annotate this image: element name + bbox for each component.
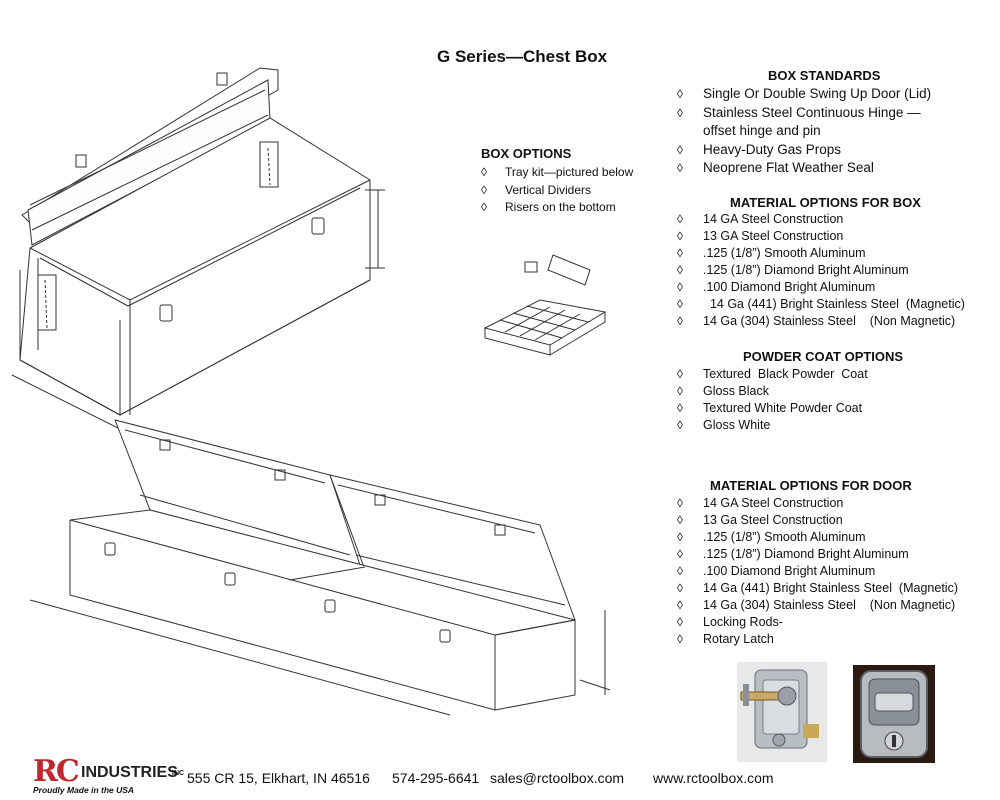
diamond-bullet-icon: ◊ [481, 182, 487, 197]
powder-coat-list: ◊Textured Black Powder Coat ◊Gloss Black… [677, 366, 868, 434]
diamond-bullet-icon: ◊ [677, 105, 683, 120]
diamond-bullet-icon: ◊ [677, 263, 683, 277]
list-item: ◊ Stainless Steel Continuous Hinge — [677, 104, 931, 123]
diamond-bullet-icon: ◊ [677, 418, 683, 432]
list-item: ◊Heavy-Duty Gas Props [677, 141, 931, 160]
box-standards-list: ◊Single Or Double Swing Up Door (Lid) ◊ … [677, 85, 931, 178]
footer-phone: 574-295-6641 [392, 770, 480, 786]
diamond-bullet-icon: ◊ [677, 229, 683, 243]
footer-email[interactable]: sales@rctoolbox.com [490, 770, 625, 786]
footer-website[interactable]: www.rctoolbox.com [653, 770, 774, 786]
list-item: ◊Risers on the bottom [481, 199, 633, 217]
list-item: ◊14 Ga (304) Stainless Steel (Non Magnet… [677, 314, 956, 328]
list-item: ◊.100 Diamond Bright Aluminum [677, 564, 876, 578]
diamond-bullet-icon: ◊ [677, 598, 683, 612]
box-options-heading: BOX OPTIONS [481, 146, 572, 161]
diamond-bullet-icon: ◊ [677, 632, 683, 646]
diamond-bullet-icon: ◊ [677, 280, 683, 294]
diamond-bullet-icon: ◊ [677, 161, 683, 175]
diamond-bullet-icon: ◊ [481, 165, 487, 179]
list-item: ◊Neoprene Flat Weather Seal [677, 159, 931, 178]
diamond-bullet-icon: ◊ [677, 87, 683, 101]
diamond-bullet-icon: ◊ [677, 142, 683, 157]
double-door-chest-box-drawing [29, 419, 611, 716]
list-item: ◊.125 (1/8”) Diamond Bright Aluminum [677, 547, 909, 561]
diamond-bullet-icon: ◊ [677, 212, 683, 226]
diamond-bullet-icon: ◊ [677, 547, 683, 561]
diamond-bullet-icon: ◊ [677, 367, 683, 381]
diamond-bullet-icon: ◊ [677, 496, 683, 510]
diamond-bullet-icon: ◊ [677, 615, 683, 629]
diamond-bullet-icon: ◊ [481, 200, 487, 214]
list-item: ◊.125 (1/8”) Smooth Aluminum [677, 530, 866, 544]
diamond-bullet-icon: ◊ [677, 297, 683, 311]
material-box-heading: MATERIAL OPTIONS FOR BOX [730, 195, 921, 210]
logo-industries: INDUSTRIES [81, 764, 178, 781]
diamond-bullet-icon: ◊ [677, 401, 683, 415]
list-item: ◊Vertical Dividers [481, 182, 633, 200]
powder-coat-heading: POWDER COAT OPTIONS [743, 349, 904, 364]
logo-tagline: Proudly Made in the USA [33, 785, 135, 795]
list-item: ◊Single Or Double Swing Up Door (Lid) [677, 85, 931, 104]
logo-rc: RC [33, 754, 80, 789]
list-item: ◊Textured White Powder Coat [677, 401, 863, 415]
diamond-bullet-icon: ◊ [677, 530, 683, 544]
tray-kit-drawing [483, 254, 607, 356]
single-door-chest-box-drawing [11, 67, 385, 430]
material-door-heading: MATERIAL OPTIONS FOR DOOR [710, 478, 912, 493]
locking-rod-latch-photo [737, 662, 827, 762]
list-item: ◊14 Ga (304) Stainless Steel (Non Magnet… [677, 598, 956, 612]
list-item: ◊Locking Rods- [677, 615, 783, 629]
list-item: ◊14 GA Steel Construction [677, 212, 844, 226]
list-item: ◊14 GA Steel Construction [677, 496, 844, 510]
list-item: ◊.100 Diamond Bright Aluminum [677, 280, 876, 294]
list-item: ◊Tray kit—pictured below [481, 164, 633, 182]
page-title: G Series—Chest Box [437, 47, 608, 66]
box-standards-heading: BOX STANDARDS [768, 68, 881, 83]
diamond-bullet-icon: ◊ [677, 246, 683, 260]
list-item-continuation: offset hinge and pin [703, 123, 821, 138]
list-item: ◊Rotary Latch [677, 632, 774, 646]
list-item: ◊.125 (1/8”) Diamond Bright Aluminum [677, 263, 909, 277]
diamond-bullet-icon: ◊ [677, 564, 683, 578]
list-item: ◊Textured Black Powder Coat [677, 367, 868, 381]
diamond-bullet-icon: ◊ [677, 314, 683, 328]
list-item: ◊.125 (1/8”) Smooth Aluminum [677, 246, 866, 260]
diamond-bullet-icon: ◊ [677, 513, 683, 527]
material-door-list: ◊14 GA Steel Construction ◊13 Ga Steel C… [677, 495, 958, 648]
rotary-latch-photo [853, 665, 935, 763]
footer-address: 555 CR 15, Elkhart, IN 46516 [187, 770, 370, 786]
list-item: ◊13 GA Steel Construction [677, 229, 844, 243]
diamond-bullet-icon: ◊ [677, 384, 683, 398]
list-item: ◊13 Ga Steel Construction [677, 513, 843, 527]
company-logo: RC INDUSTRIES INC Proudly Made in the US… [33, 754, 184, 796]
box-options-list: ◊Tray kit—pictured below ◊Vertical Divid… [481, 164, 633, 217]
list-item: ◊ 14 Ga (441) Bright Stainless Steel (Ma… [677, 297, 965, 311]
material-box-list: ◊14 GA Steel Construction ◊13 GA Steel C… [677, 211, 965, 330]
logo-inc: INC [172, 770, 185, 777]
diamond-bullet-icon: ◊ [677, 581, 683, 595]
list-item: ◊14 Ga (441) Bright Stainless Steel (Mag… [677, 581, 958, 595]
list-item: ◊Gloss Black [677, 384, 769, 398]
list-item: ◊Gloss White [677, 418, 771, 432]
